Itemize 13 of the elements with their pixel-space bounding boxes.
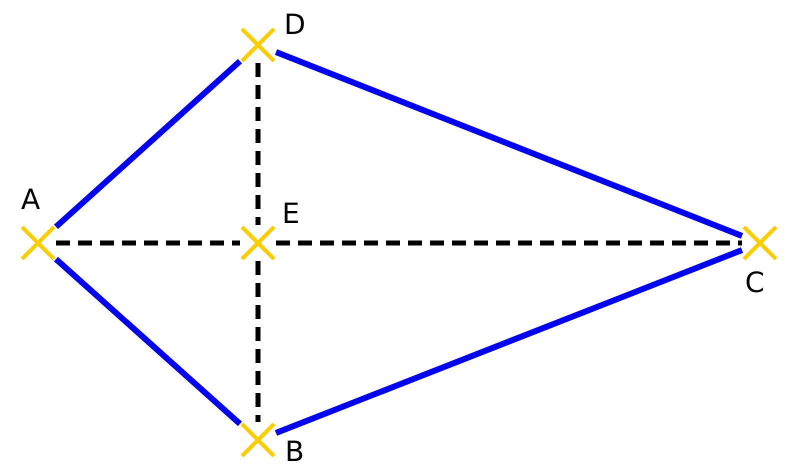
dashed-line	[56, 240, 240, 246]
point-label: C	[745, 269, 765, 297]
line-segment	[274, 247, 744, 436]
line-segment	[54, 256, 242, 426]
point-label: D	[284, 11, 306, 39]
dashed-line	[256, 63, 260, 225]
line-segment	[274, 49, 744, 239]
point-label: E	[282, 200, 300, 228]
point-label: B	[285, 438, 304, 466]
dashed-line	[256, 261, 260, 422]
dashed-line	[276, 240, 742, 246]
point-label: A	[21, 186, 40, 214]
line-segment	[54, 58, 242, 230]
